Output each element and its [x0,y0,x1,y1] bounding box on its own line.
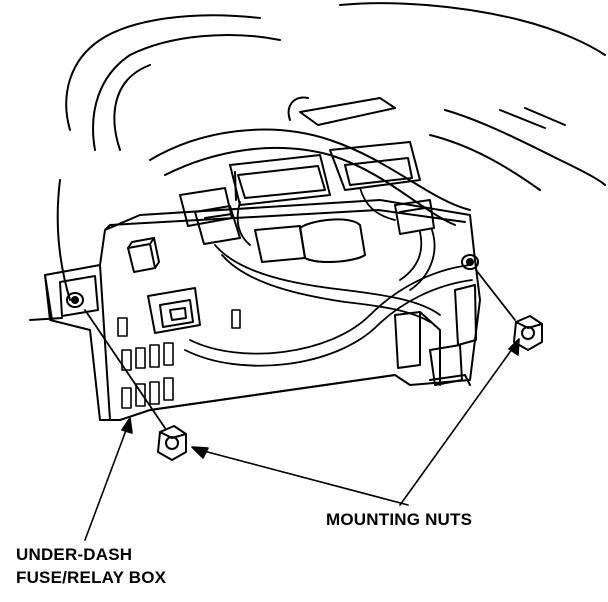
fuse-box-label-line1: UNDER-DASH [16,545,133,564]
mounting-nut-right [514,316,542,350]
mounting-nut-left [158,426,186,460]
callout-arrows [85,339,519,540]
housing-bolts [67,255,478,307]
connectors [148,142,476,385]
mounting-nuts-label: MOUNTING NUTS [326,510,473,529]
leader-line-left [30,318,62,320]
wire-loops [185,188,472,366]
wire-harness [58,3,605,300]
relay-small [128,238,159,272]
fuse-box-label-line2: FUSE/RELAY BOX [16,568,167,587]
alignment-lines [85,270,515,428]
fuse-slots [118,310,240,408]
fuse-box-housing [45,200,480,420]
